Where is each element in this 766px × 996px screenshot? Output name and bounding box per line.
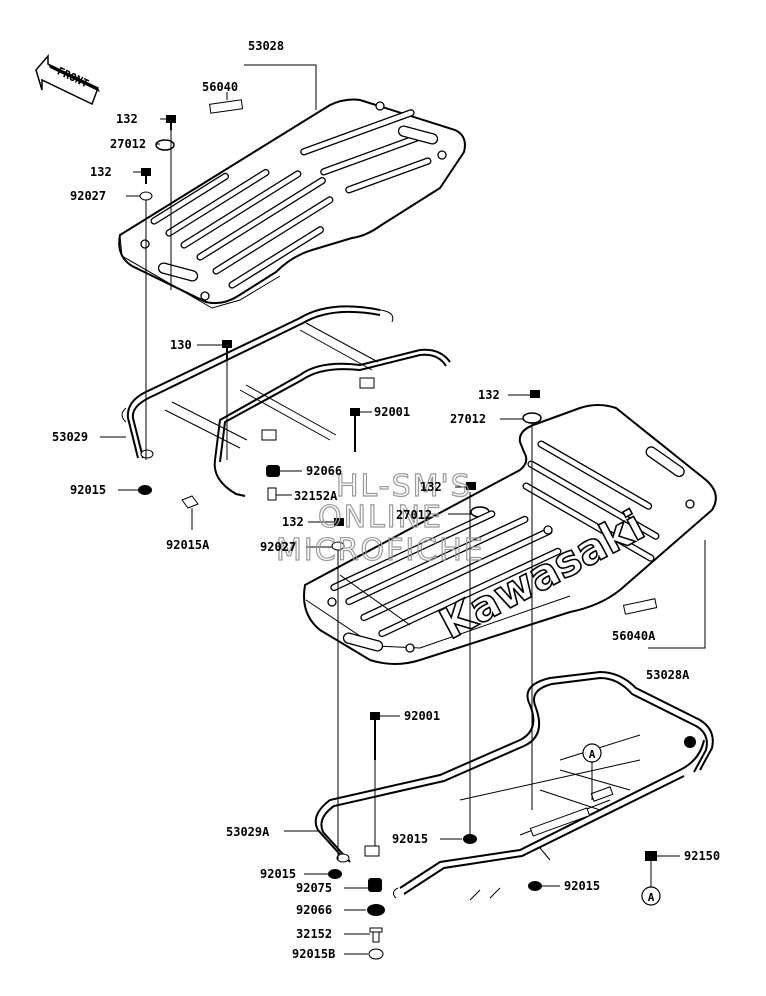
bolt-132-mid bbox=[141, 168, 151, 184]
bolt-92001-top bbox=[350, 408, 360, 452]
watermark-line-2: ONLINE bbox=[318, 500, 443, 535]
spacer-92066-lower bbox=[367, 904, 385, 916]
callout-92015-right-lower: 92015 bbox=[564, 879, 600, 893]
callout-132-mid: 132 bbox=[90, 165, 112, 179]
callout-132-right: 132 bbox=[478, 388, 500, 402]
watermark-line-1: HL-SM'S bbox=[336, 469, 472, 504]
rack-slots bbox=[150, 109, 439, 289]
callout-132-lower: 132 bbox=[282, 515, 304, 529]
callout-92015-left-lower: 92015 bbox=[260, 867, 296, 881]
clip-27012-right bbox=[522, 412, 542, 424]
collar-32152A bbox=[267, 487, 277, 501]
ref-marker-a-bottom-label: A bbox=[648, 891, 655, 904]
bolt-132-right bbox=[530, 390, 540, 398]
spacer-92066-top bbox=[266, 465, 280, 477]
bolt-130 bbox=[222, 340, 232, 360]
callout-92066-lower: 92066 bbox=[296, 903, 332, 917]
callout-92015-center: 92015 bbox=[392, 832, 428, 846]
callout-27012-center: 27012 bbox=[396, 508, 432, 522]
callout-92150: 92150 bbox=[684, 849, 720, 863]
callout-53028A: 53028A bbox=[646, 668, 690, 682]
callout-92015-left: 92015 bbox=[70, 483, 106, 497]
watermark-line-3: MICROFICHE bbox=[276, 533, 485, 568]
label-plate-56040 bbox=[209, 99, 244, 114]
callout-32152: 32152 bbox=[296, 927, 332, 941]
bolt-132-top bbox=[166, 115, 176, 130]
watermark: HL-SM'S ONLINE MICROFICHE bbox=[275, 468, 485, 568]
clip-27012-top bbox=[155, 139, 175, 151]
nut-92015-left bbox=[138, 485, 152, 495]
callout-132-top: 132 bbox=[116, 112, 138, 126]
callout-27012-right: 27012 bbox=[450, 412, 486, 426]
label-plate-56040A bbox=[622, 598, 658, 615]
callout-92027-lower: 92027 bbox=[260, 540, 296, 554]
ref-marker-a-top-label: A bbox=[589, 748, 596, 761]
callout-92075: 92075 bbox=[296, 881, 332, 895]
nut-92015-center bbox=[463, 834, 477, 844]
bolt-92150 bbox=[645, 851, 657, 861]
callout-32152A: 32152A bbox=[294, 489, 338, 503]
washer-92027-top bbox=[139, 191, 153, 201]
nut-92015A bbox=[181, 495, 199, 509]
front-rack-upper bbox=[118, 98, 466, 309]
leader-lines-lower bbox=[284, 422, 706, 955]
callout-53029: 53029 bbox=[52, 430, 88, 444]
bolt-132-lower bbox=[334, 518, 344, 526]
bolt-92001-lower bbox=[370, 712, 380, 760]
callout-53028: 53028 bbox=[248, 39, 284, 53]
callout-92015A: 92015A bbox=[166, 538, 210, 552]
rear-rack-frame-lower bbox=[314, 670, 714, 901]
callout-56040: 56040 bbox=[202, 80, 238, 94]
collar-32152 bbox=[369, 927, 383, 943]
callout-92001-lower: 92001 bbox=[404, 709, 440, 723]
front-rack-frame-upper bbox=[121, 305, 451, 497]
callout-53029A: 53029A bbox=[226, 825, 270, 839]
nut-92015-right-lower bbox=[528, 881, 542, 891]
bolt-132-center bbox=[466, 482, 476, 490]
nut-92015B bbox=[368, 948, 384, 960]
damper-92075 bbox=[368, 878, 382, 892]
front-arrow-icon bbox=[35, 53, 100, 106]
callout-27012-top: 27012 bbox=[110, 137, 146, 151]
leader-lines-upper bbox=[100, 64, 530, 530]
callout-92001-top: 92001 bbox=[374, 405, 410, 419]
callout-92015B: 92015B bbox=[292, 947, 335, 961]
callout-92027-top: 92027 bbox=[70, 189, 106, 203]
callout-132-center: 132 bbox=[420, 480, 442, 494]
nut-92015-left-lower bbox=[328, 869, 342, 879]
callout-130: 130 bbox=[170, 338, 192, 352]
callout-92066-top: 92066 bbox=[306, 464, 342, 478]
callout-56040A: 56040A bbox=[612, 629, 656, 643]
